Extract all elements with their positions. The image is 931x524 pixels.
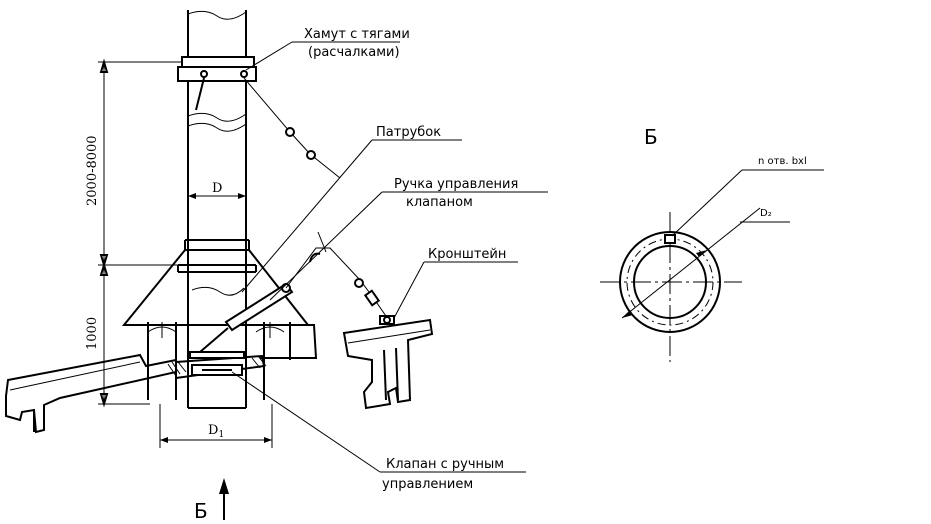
leader-lines	[231, 41, 548, 473]
bracket-label: Кронштейн	[428, 247, 506, 262]
cone-hood	[121, 249, 311, 326]
valve-handle-label-line1: Ручка управления	[394, 177, 518, 192]
valve-handle-label-line2: клапаном	[406, 195, 473, 210]
diameter-2-label: D₂	[760, 208, 772, 219]
section-mark-b: Б	[194, 499, 208, 523]
diameter-1-letter: D	[208, 423, 218, 438]
height-dimension-lower: 1000	[85, 317, 100, 350]
clamp-label-line1: Хамут с тягами	[304, 27, 410, 42]
view-b-title: Б	[644, 125, 658, 149]
flange-view	[600, 169, 824, 362]
diameter-1-subscript: 1	[218, 430, 224, 440]
section-arrow	[219, 478, 229, 520]
branch-pipe-label: Патрубок	[376, 125, 441, 140]
clamp-with-rods	[177, 56, 341, 179]
holes-label: n отв. bxl	[758, 156, 807, 167]
clamp-label-line2: (расчалками)	[308, 45, 400, 60]
diameter-label: D	[212, 181, 222, 196]
valve-label-line1: Клапан с ручным	[386, 457, 504, 472]
manual-valve	[189, 282, 294, 376]
dimension-lines	[98, 58, 273, 448]
bracket	[285, 231, 434, 410]
height-dimension-upper: 2000-8000	[85, 135, 100, 206]
diameter-1-label: D1	[208, 423, 224, 440]
valve-label-line2: управлением	[382, 477, 473, 492]
